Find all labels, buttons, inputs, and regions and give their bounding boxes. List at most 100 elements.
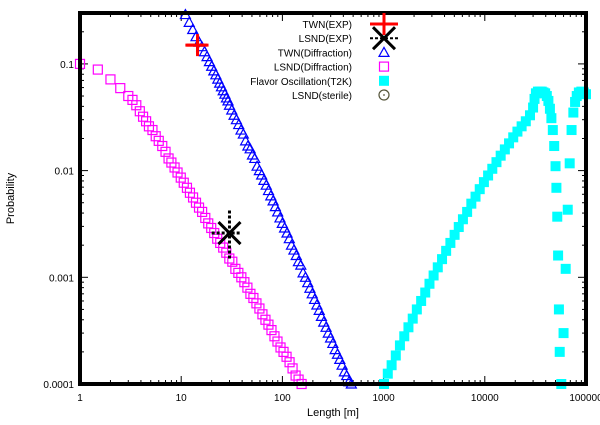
data-point bbox=[248, 292, 259, 304]
data-point bbox=[420, 287, 431, 298]
legend-entry: TWN(EXP) bbox=[303, 13, 398, 35]
data-point bbox=[160, 146, 171, 157]
data-point bbox=[544, 103, 555, 114]
data-point bbox=[560, 263, 571, 274]
data-point bbox=[244, 142, 257, 154]
legend-label: LSND(Diffraction) bbox=[274, 63, 352, 74]
data-point bbox=[263, 319, 274, 330]
data-point bbox=[549, 141, 560, 152]
data-point bbox=[512, 126, 523, 137]
data-point bbox=[241, 139, 254, 151]
data-point bbox=[115, 83, 126, 94]
data-point bbox=[554, 346, 565, 357]
data-point bbox=[390, 350, 401, 361]
series-LSND(Diffraction) bbox=[74, 58, 307, 390]
data-point bbox=[284, 357, 295, 368]
legend-label: TWN(Diffraction) bbox=[278, 48, 352, 59]
data-point bbox=[453, 222, 464, 233]
data-point bbox=[552, 211, 563, 222]
data-point bbox=[287, 363, 298, 374]
data-point bbox=[543, 95, 554, 106]
data-point bbox=[251, 298, 262, 309]
data-point bbox=[399, 331, 410, 342]
data-point bbox=[186, 34, 209, 57]
data-point bbox=[227, 256, 238, 267]
data-point bbox=[224, 253, 235, 264]
legend-label: LSND(sterile) bbox=[292, 91, 352, 102]
series-LSND(EXP) bbox=[211, 208, 242, 259]
data-point bbox=[127, 94, 138, 105]
data-point bbox=[257, 309, 268, 320]
data-point bbox=[272, 336, 283, 347]
data-point bbox=[283, 232, 296, 244]
data-point bbox=[394, 340, 405, 351]
legend-entry: TWN(Diffraction) bbox=[278, 46, 391, 59]
data-point bbox=[462, 206, 473, 217]
data-point bbox=[483, 170, 494, 181]
data-point bbox=[407, 313, 418, 324]
series-TWN(EXP) bbox=[185, 34, 209, 57]
data-point bbox=[570, 96, 581, 107]
data-point bbox=[524, 110, 535, 121]
y-axis-label: Probability bbox=[5, 172, 17, 224]
data-point bbox=[566, 125, 577, 136]
y-tick-label: 0.1 bbox=[60, 60, 74, 71]
data-point bbox=[131, 100, 142, 111]
data-point bbox=[382, 368, 393, 379]
data-point bbox=[147, 124, 158, 136]
data-point bbox=[294, 258, 307, 270]
data-point bbox=[520, 116, 531, 127]
data-point bbox=[237, 127, 250, 139]
legend-label: LSND(EXP) bbox=[299, 34, 352, 45]
data-point bbox=[281, 351, 292, 362]
data-point bbox=[175, 172, 186, 183]
data-point bbox=[92, 64, 103, 75]
data-point bbox=[495, 150, 506, 161]
data-point bbox=[217, 220, 242, 246]
x-axis-label: Length [m] bbox=[307, 407, 359, 419]
data-point bbox=[504, 138, 515, 149]
data-point bbox=[568, 107, 579, 118]
legend-marker bbox=[377, 46, 391, 57]
legend-entry: LSND(Diffraction) bbox=[274, 61, 390, 74]
data-point bbox=[187, 192, 199, 203]
data-point bbox=[466, 198, 477, 209]
data-point bbox=[221, 94, 235, 106]
x-tick-label: 100 bbox=[274, 393, 291, 404]
legend-marker bbox=[378, 89, 390, 101]
legend-marker bbox=[371, 26, 397, 51]
data-point bbox=[551, 182, 562, 193]
series-Flavor Oscillation(T2K) bbox=[379, 86, 591, 389]
legend-label: TWN(EXP) bbox=[303, 20, 352, 31]
data-point bbox=[547, 125, 558, 136]
data-point bbox=[411, 304, 422, 315]
y-tick-label: 0.001 bbox=[49, 273, 74, 284]
data-point bbox=[218, 242, 229, 253]
x-tick-label: 10 bbox=[176, 393, 188, 404]
data-point bbox=[516, 121, 527, 132]
data-point bbox=[242, 282, 253, 293]
y-tick-label: 0.0001 bbox=[43, 380, 74, 391]
data-point bbox=[432, 262, 443, 273]
data-point bbox=[157, 140, 168, 152]
data-point bbox=[183, 16, 196, 27]
data-point bbox=[470, 191, 481, 202]
data-point bbox=[457, 214, 468, 225]
data-point bbox=[143, 121, 155, 132]
data-point bbox=[269, 331, 280, 342]
data-point bbox=[553, 304, 564, 315]
data-point bbox=[487, 163, 498, 174]
data-point bbox=[529, 93, 540, 104]
data-point bbox=[239, 277, 250, 288]
data-point bbox=[403, 322, 414, 333]
x-tick-label: 1000 bbox=[372, 393, 395, 404]
data-point bbox=[326, 337, 339, 349]
legend-marker bbox=[378, 61, 390, 72]
data-point bbox=[186, 23, 199, 35]
data-point bbox=[266, 325, 277, 336]
x-tick-label: 1 bbox=[77, 393, 83, 404]
legend-marker bbox=[379, 75, 389, 86]
x-tick-label: 100000 bbox=[569, 393, 600, 404]
data-layer bbox=[74, 8, 591, 390]
